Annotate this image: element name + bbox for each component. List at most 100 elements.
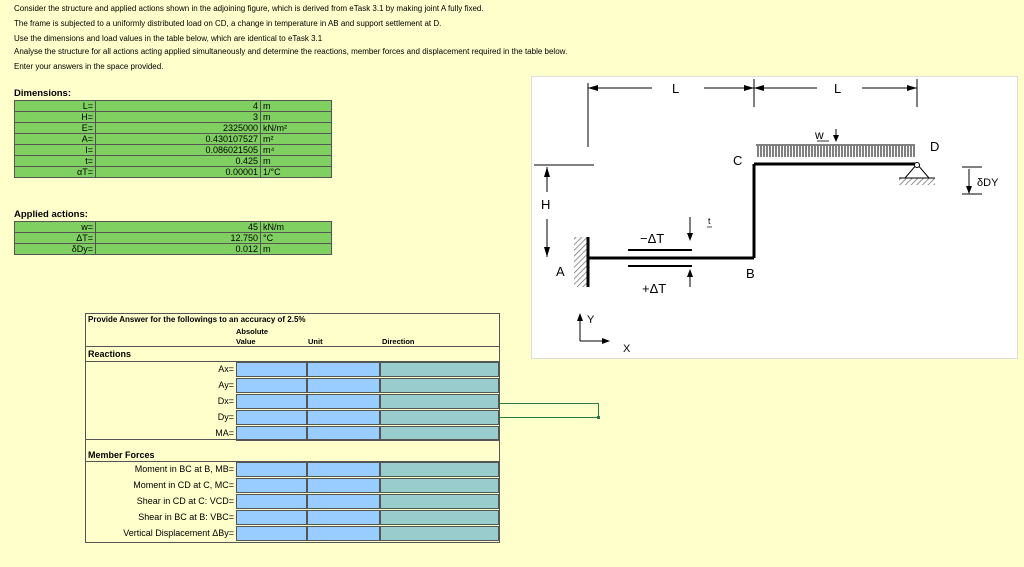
reaction-direction-input[interactable]	[380, 410, 499, 425]
reaction-row: Dy=	[86, 410, 499, 425]
dimensions-value-cell: 2325000	[95, 122, 261, 134]
member-force-row: Shear in BC at B: VBC=	[86, 510, 499, 525]
reaction-value-input[interactable]	[236, 394, 307, 409]
dimensions-label-cell: L=	[14, 100, 96, 112]
actions-row: ΔT=12.750°C	[14, 232, 332, 244]
member-force-row: Shear in CD at C: VCD=	[86, 494, 499, 509]
member-force-value-input[interactable]	[236, 526, 307, 541]
dimensions-label-cell: H=	[14, 111, 96, 123]
label-H: H	[541, 197, 550, 212]
label-C: C	[733, 153, 742, 168]
reaction-direction-input[interactable]	[380, 394, 499, 409]
reaction-unit-input[interactable]	[307, 362, 380, 377]
answer-title: Provide Answer for the followings to an …	[88, 315, 306, 324]
header-unit: Unit	[308, 337, 323, 346]
label-L1: L	[672, 81, 679, 96]
member-forces-title: Member Forces	[88, 450, 155, 460]
axis-x-label: X	[623, 343, 631, 355]
dimensions-unit-cell: m	[260, 100, 332, 112]
actions-label-cell: w=	[14, 221, 96, 233]
member-force-unit-input[interactable]	[307, 494, 380, 509]
reaction-label: Ay=	[218, 380, 234, 390]
member-force-label: Moment in BC at B, MB=	[134, 464, 234, 474]
intro-line-5: Enter your answers in the space provided…	[14, 62, 164, 71]
member-force-unit-input[interactable]	[307, 478, 380, 493]
dimensions-label-cell: t=	[14, 155, 96, 167]
dimensions-value-cell: 4	[95, 100, 261, 112]
reaction-value-input[interactable]	[236, 362, 307, 377]
reaction-unit-input[interactable]	[307, 394, 380, 409]
member-force-unit-input[interactable]	[307, 526, 380, 541]
member-force-row: Moment in BC at B, MB=	[86, 462, 499, 477]
member-force-direction-input[interactable]	[380, 526, 499, 541]
reaction-direction-input[interactable]	[380, 426, 499, 441]
member-force-label: Shear in CD at C: VCD=	[136, 496, 234, 506]
header-value: Value	[236, 337, 256, 346]
actions-unit-cell: °C	[260, 232, 332, 244]
reaction-direction-input[interactable]	[380, 378, 499, 393]
label-dT-bot: +ΔT	[642, 281, 666, 296]
intro-line-2: The frame is subjected to a uniformly di…	[14, 19, 442, 28]
reaction-value-input[interactable]	[236, 426, 307, 441]
selection-connector	[498, 403, 600, 419]
reactions-title: Reactions	[88, 349, 132, 359]
member-force-row: Moment in CD at C, MC=	[86, 478, 499, 493]
reaction-label: Dy=	[217, 412, 234, 422]
member-force-label: Moment in CD at C, MC=	[133, 480, 234, 490]
dimensions-value-cell: 3	[95, 111, 261, 123]
member-force-value-input[interactable]	[236, 494, 307, 509]
dimensions-unit-cell: m	[260, 111, 332, 123]
header-absolute: Absolute	[236, 327, 269, 336]
actions-label-cell: ΔT=	[14, 232, 96, 244]
member-force-value-input[interactable]	[236, 478, 307, 493]
actions-value-cell: 12.750	[95, 232, 261, 244]
distributed-load	[757, 146, 915, 157]
dimensions-unit-cell: 1/°C	[260, 166, 332, 178]
actions-unit-cell: m	[260, 243, 332, 255]
dimensions-unit-cell: m²	[260, 133, 332, 145]
member-force-unit-input[interactable]	[307, 462, 380, 477]
actions-label-cell: δDy=	[14, 243, 96, 255]
actions-value-cell: 0.012	[95, 243, 261, 255]
intro-line-1: Consider the structure and applied actio…	[14, 4, 484, 13]
dimensions-value-cell: 0.086021505	[95, 144, 261, 156]
reaction-value-input[interactable]	[236, 410, 307, 425]
structure-figure: L L H A B C D w δ	[531, 76, 1018, 359]
reaction-direction-input[interactable]	[380, 362, 499, 377]
member-force-unit-input[interactable]	[307, 510, 380, 525]
label-w: w	[814, 128, 824, 142]
reaction-unit-input[interactable]	[307, 426, 380, 441]
dimensions-label-cell: αT=	[14, 166, 96, 178]
reaction-row: Ax=	[86, 362, 499, 377]
label-dT-top: −ΔT	[640, 231, 664, 246]
member-force-direction-input[interactable]	[380, 462, 499, 477]
reaction-row: Dx=	[86, 394, 499, 409]
header-direction: Direction	[382, 337, 415, 346]
member-force-label: Shear in BC at B: VBC=	[138, 512, 234, 522]
reaction-unit-input[interactable]	[307, 378, 380, 393]
member-force-value-input[interactable]	[236, 462, 307, 477]
reaction-label: Dx=	[217, 396, 234, 406]
member-force-direction-input[interactable]	[380, 478, 499, 493]
reaction-row: MA=	[86, 426, 499, 441]
dimensions-unit-cell: kN/m²	[260, 122, 332, 134]
reaction-label: Ax=	[218, 364, 234, 374]
member-force-value-input[interactable]	[236, 510, 307, 525]
label-A: A	[556, 264, 565, 279]
axis-y-label: Y	[587, 314, 595, 326]
label-t: t	[708, 216, 711, 226]
label-D: D	[930, 139, 939, 154]
reaction-unit-input[interactable]	[307, 410, 380, 425]
dimensions-unit-cell: m⁴	[260, 144, 332, 156]
label-L2: L	[834, 81, 841, 96]
member-force-direction-input[interactable]	[380, 510, 499, 525]
reaction-value-input[interactable]	[236, 378, 307, 393]
member-force-direction-input[interactable]	[380, 494, 499, 509]
dimensions-label-cell: E=	[14, 122, 96, 134]
